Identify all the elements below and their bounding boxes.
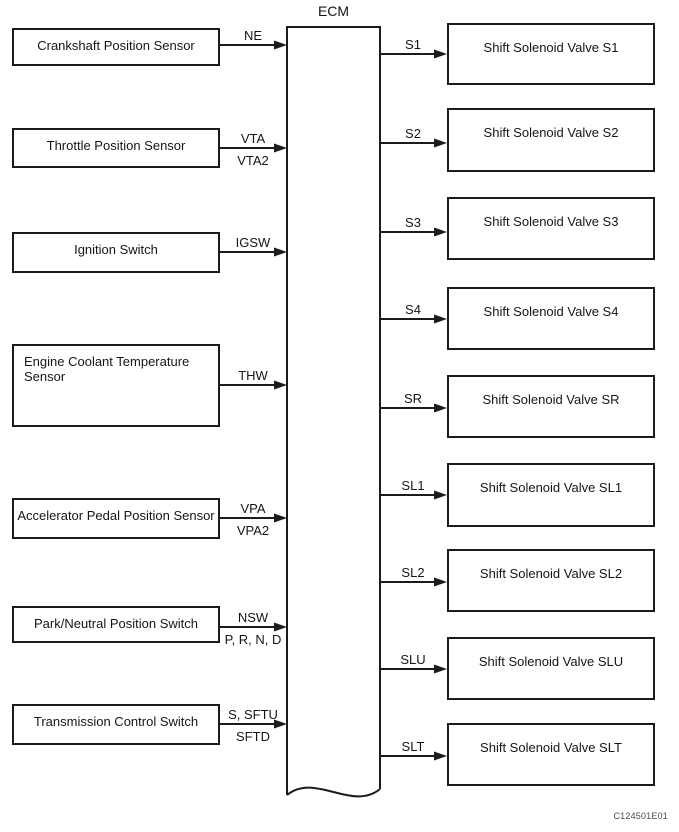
- ecm-title: ECM: [317, 3, 350, 19]
- output-box-label: Shift Solenoid Valve S4: [483, 304, 619, 319]
- output-box-shift-solenoid-valve-s3: Shift Solenoid Valve S3: [447, 197, 655, 260]
- signal-label-s-sftu: S, SFTU: [228, 707, 278, 722]
- signal-label-igsw: IGSW: [235, 235, 271, 250]
- input-box-label: Accelerator Pedal Position Sensor: [17, 508, 215, 523]
- output-arrow-sl1: [380, 490, 447, 500]
- output-arrow-s2: [380, 138, 447, 148]
- signal-label-sl1: SL1: [401, 478, 425, 493]
- output-box-label: Shift Solenoid Valve SL1: [479, 480, 623, 495]
- output-arrow-s4: [380, 314, 447, 324]
- input-box-label: Transmission Control Switch: [33, 714, 199, 729]
- output-arrow-slu: [380, 664, 447, 674]
- input-arrow-nsw: [220, 622, 287, 632]
- output-arrow-s3: [380, 227, 447, 237]
- output-box-label: Shift Solenoid Valve S3: [483, 214, 619, 229]
- figure-code: C124501E01: [613, 811, 668, 821]
- input-arrow-vpa: [220, 513, 287, 523]
- input-box-park-neutral-position-switch: Park/Neutral Position Switch: [12, 606, 220, 643]
- output-box-label: Shift Solenoid Valve SL2: [479, 566, 623, 581]
- output-arrow-s1: [380, 49, 447, 59]
- signal-label-sr: SR: [403, 391, 423, 406]
- output-box-shift-solenoid-valve-s2: Shift Solenoid Valve S2: [447, 108, 655, 172]
- output-box-shift-solenoid-valve-sl2: Shift Solenoid Valve SL2: [447, 549, 655, 612]
- output-box-shift-solenoid-valve-sr: Shift Solenoid Valve SR: [447, 375, 655, 438]
- signal-label-vpa2: VPA2: [236, 523, 270, 538]
- input-arrow-thw: [220, 380, 287, 390]
- ecm-box-outline: [286, 26, 381, 798]
- input-box-label: Crankshaft Position Sensor: [37, 38, 195, 53]
- signal-label-sl2: SL2: [401, 565, 425, 580]
- output-box-shift-solenoid-valve-sl1: Shift Solenoid Valve SL1: [447, 463, 655, 527]
- signal-label-s4: S4: [405, 302, 421, 317]
- signal-label-prnd: P, R, N, D: [224, 632, 282, 647]
- input-box-accelerator-pedal-position-sensor: Accelerator Pedal Position Sensor: [12, 498, 220, 539]
- input-arrow-ne: [220, 40, 287, 50]
- signal-label-vta: VTA: [240, 131, 266, 146]
- signal-label-slu: SLU: [400, 652, 426, 667]
- output-arrow-sl2: [380, 577, 447, 587]
- input-box-transmission-control-switch: Transmission Control Switch: [12, 704, 220, 745]
- input-arrow-vta: [220, 143, 287, 153]
- output-arrow-slt: [380, 751, 447, 761]
- input-box-label: Park/Neutral Position Switch: [33, 616, 198, 631]
- input-box-ignition-switch: Ignition Switch: [12, 232, 220, 273]
- output-box-label: Shift Solenoid Valve S2: [483, 125, 619, 140]
- output-box-label: Shift Solenoid Valve SLT: [480, 740, 622, 755]
- signal-label-s1: S1: [405, 37, 421, 52]
- input-box-throttle-position-sensor: Throttle Position Sensor: [12, 128, 220, 168]
- input-box-label: Ignition Switch: [74, 242, 158, 257]
- signal-label-ne: NE: [243, 28, 263, 43]
- output-box-label: Shift Solenoid Valve SR: [482, 392, 620, 407]
- input-arrow-sftu-sftd: [220, 719, 287, 729]
- output-box-label: Shift Solenoid Valve S1: [483, 40, 619, 55]
- input-box-engine-coolant-temperature-sensor: Engine Coolant Temperature Sensor: [12, 344, 220, 427]
- output-box-shift-solenoid-valve-s4: Shift Solenoid Valve S4: [447, 287, 655, 350]
- output-box-shift-solenoid-valve-slt: Shift Solenoid Valve SLT: [447, 723, 655, 786]
- signal-label-vpa: VPA: [240, 501, 266, 516]
- signal-label-slt: SLT: [401, 739, 425, 754]
- signal-label-s2: S2: [405, 126, 421, 141]
- input-box-crankshaft-position-sensor: Crankshaft Position Sensor: [12, 28, 220, 66]
- signal-label-s3: S3: [405, 215, 421, 230]
- output-box-shift-solenoid-valve-slu: Shift Solenoid Valve SLU: [447, 637, 655, 700]
- input-arrow-igsw: [220, 247, 287, 257]
- output-box-label: Shift Solenoid Valve SLU: [478, 654, 624, 669]
- input-box-label: Engine Coolant Temperature Sensor: [24, 354, 190, 384]
- output-box-shift-solenoid-valve-s1: Shift Solenoid Valve S1: [447, 23, 655, 85]
- input-box-label: Throttle Position Sensor: [46, 138, 186, 153]
- signal-label-vta2: VTA2: [237, 153, 269, 168]
- signal-label-thw: THW: [238, 368, 268, 383]
- signal-label-nsw: NSW: [237, 610, 269, 625]
- output-arrow-sr: [380, 403, 447, 413]
- signal-label-sftd: SFTD: [236, 729, 270, 744]
